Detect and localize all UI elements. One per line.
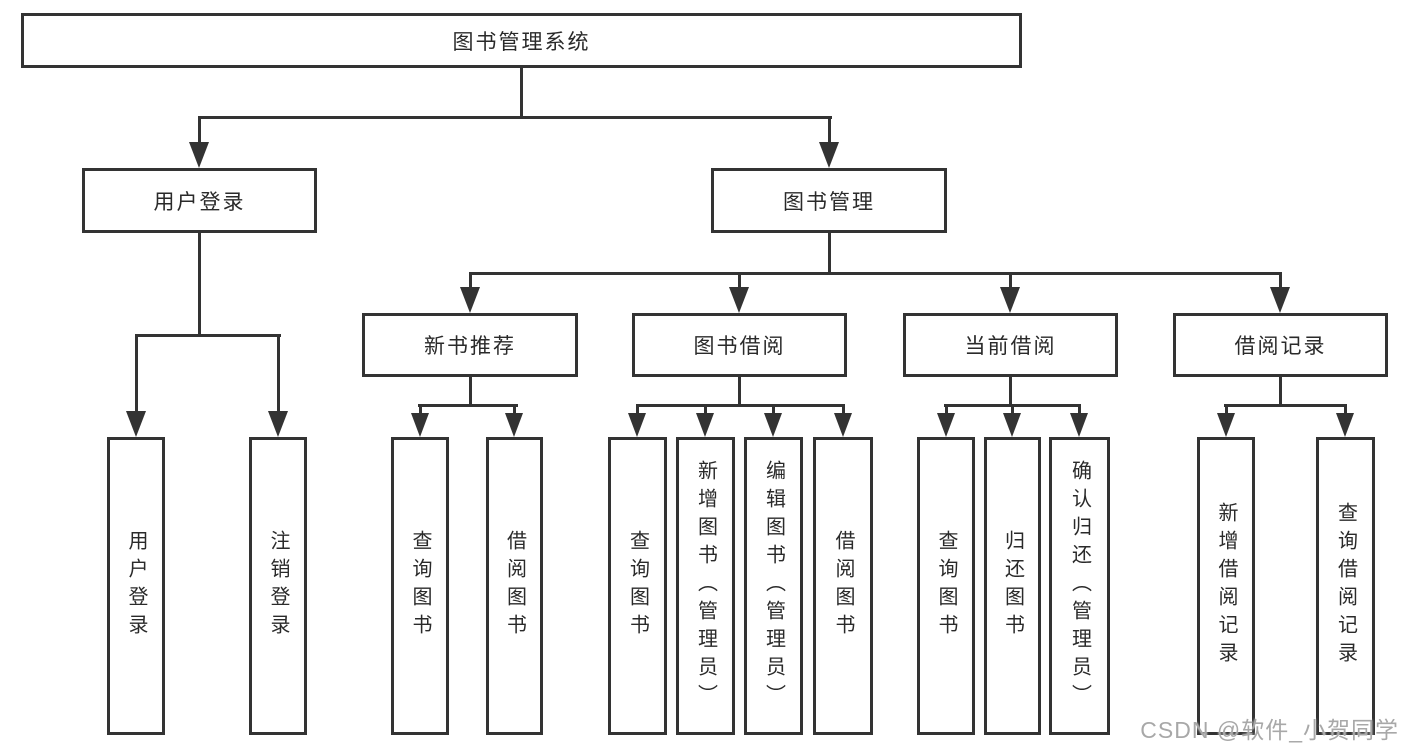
arrow-down-icon	[819, 142, 839, 168]
arrow-down-icon	[834, 413, 852, 437]
connector-group1-branch	[418, 404, 518, 407]
leaf-recommend-query-books: 查询图书	[391, 437, 449, 735]
arrow-down-icon	[1003, 413, 1021, 437]
leaf-user-login-label: 用户登录	[125, 530, 147, 642]
connector-userlogin-branch	[135, 334, 281, 337]
connector-root-drop-left	[198, 116, 201, 144]
arrow-down-icon	[1217, 413, 1235, 437]
arrow-down-icon	[1270, 287, 1290, 313]
connector-userlogin-stem	[198, 233, 201, 337]
leaf-borrowing-query-books: 查询图书	[608, 437, 667, 735]
leaf-borrowing-borrow-books: 借阅图书	[813, 437, 873, 735]
connector-group4-drop-2	[1344, 404, 1347, 416]
arrow-down-icon	[1070, 413, 1088, 437]
arrow-down-icon	[505, 413, 523, 437]
watermark: CSDN @软件_小贺同学	[1140, 717, 1399, 743]
arrow-down-icon	[126, 411, 146, 437]
connector-group3-drop-3	[1078, 404, 1081, 416]
node-book-borrowing: 图书借阅	[632, 313, 847, 377]
leaf-edit-book-admin-label: 编辑图书（管理员）	[762, 460, 785, 712]
arrow-down-icon	[628, 413, 646, 437]
connector-group4-drop-1	[1225, 404, 1228, 416]
leaf-current-query-books-label: 查询图书	[935, 530, 957, 642]
leaf-current-query-books: 查询图书	[917, 437, 975, 735]
connector-group1-stem	[469, 377, 472, 407]
leaf-add-borrow-record: 新增借阅记录	[1197, 437, 1255, 735]
connector-bookmgmt-drop-4	[1279, 272, 1282, 289]
leaf-return-books: 归还图书	[984, 437, 1041, 735]
connector-group2-drop-1	[636, 404, 639, 416]
node-new-book-recommendation-label: 新书推荐	[424, 335, 516, 358]
leaf-borrowing-query-books-label: 查询图书	[626, 530, 649, 642]
node-book-borrowing-label: 图书借阅	[693, 335, 786, 358]
node-book-management: 图书管理	[711, 168, 947, 233]
leaf-return-books-label: 归还图书	[1001, 530, 1024, 642]
connector-bookmgmt-drop-2	[738, 272, 741, 289]
connector-root-branch	[198, 116, 832, 119]
leaf-add-book-admin: 新增图书（管理员）	[676, 437, 735, 735]
connector-root-drop-right	[828, 116, 831, 144]
leaf-query-borrow-record: 查询借阅记录	[1316, 437, 1375, 735]
connector-group3-stem	[1009, 377, 1012, 407]
arrow-down-icon	[764, 413, 782, 437]
connector-group2-stem	[738, 377, 741, 407]
leaf-recommend-borrow-books: 借阅图书	[486, 437, 543, 735]
connector-group2-branch	[636, 404, 845, 407]
connector-root-stem	[520, 68, 523, 118]
connector-group2-drop-3	[772, 404, 775, 416]
leaf-recommend-query-books-label: 查询图书	[409, 530, 431, 642]
leaf-confirm-return-admin: 确认归还（管理员）	[1049, 437, 1110, 735]
connector-bookmgmt-branch	[469, 272, 1282, 275]
arrow-down-icon	[937, 413, 955, 437]
connector-bookmgmt-stem	[828, 233, 831, 275]
arrow-down-icon	[729, 287, 749, 313]
connector-bookmgmt-drop-3	[1009, 272, 1012, 289]
node-user-login-label: 用户登录	[153, 190, 246, 214]
connector-group3-drop-1	[945, 404, 948, 416]
node-borrowing-records: 借阅记录	[1173, 313, 1388, 377]
arrow-down-icon	[1336, 413, 1354, 437]
connector-group1-drop-2	[513, 404, 516, 416]
arrow-down-icon	[696, 413, 714, 437]
connector-group4-branch	[1224, 404, 1347, 407]
leaf-confirm-return-admin-label: 确认归还（管理员）	[1068, 460, 1091, 712]
leaf-logout: 注销登录	[249, 437, 307, 735]
arrow-down-icon	[411, 413, 429, 437]
leaf-logout-label: 注销登录	[267, 530, 289, 642]
leaf-borrowing-borrow-books-label: 借阅图书	[832, 530, 854, 642]
connector-group1-drop-1	[419, 404, 422, 416]
leaf-add-borrow-record-label: 新增借阅记录	[1215, 502, 1237, 670]
connector-userlogin-drop-1	[135, 334, 138, 413]
arrow-down-icon	[460, 287, 480, 313]
leaf-user-login: 用户登录	[107, 437, 165, 735]
arrow-down-icon	[189, 142, 209, 168]
connector-userlogin-drop-2	[277, 334, 280, 413]
node-user-login: 用户登录	[82, 168, 317, 233]
node-borrowing-records-label: 借阅记录	[1234, 335, 1327, 358]
node-new-book-recommendation: 新书推荐	[362, 313, 578, 377]
leaf-query-borrow-record-label: 查询借阅记录	[1334, 502, 1357, 670]
node-book-management-label: 图书管理	[783, 190, 875, 214]
node-root: 图书管理系统	[21, 13, 1022, 68]
connector-bookmgmt-drop-1	[469, 272, 472, 289]
node-current-borrowing: 当前借阅	[903, 313, 1118, 377]
arrow-down-icon	[268, 411, 288, 437]
connector-group2-drop-2	[704, 404, 707, 416]
connector-group2-drop-4	[842, 404, 845, 416]
connector-group3-drop-2	[1011, 404, 1014, 416]
leaf-recommend-borrow-books-label: 借阅图书	[503, 530, 526, 642]
node-root-label: 图书管理系统	[452, 30, 591, 54]
node-current-borrowing-label: 当前借阅	[964, 335, 1057, 358]
arrow-down-icon	[1000, 287, 1020, 313]
leaf-edit-book-admin: 编辑图书（管理员）	[744, 437, 803, 735]
connector-group4-stem	[1279, 377, 1282, 407]
leaf-add-book-admin-label: 新增图书（管理员）	[694, 460, 717, 712]
